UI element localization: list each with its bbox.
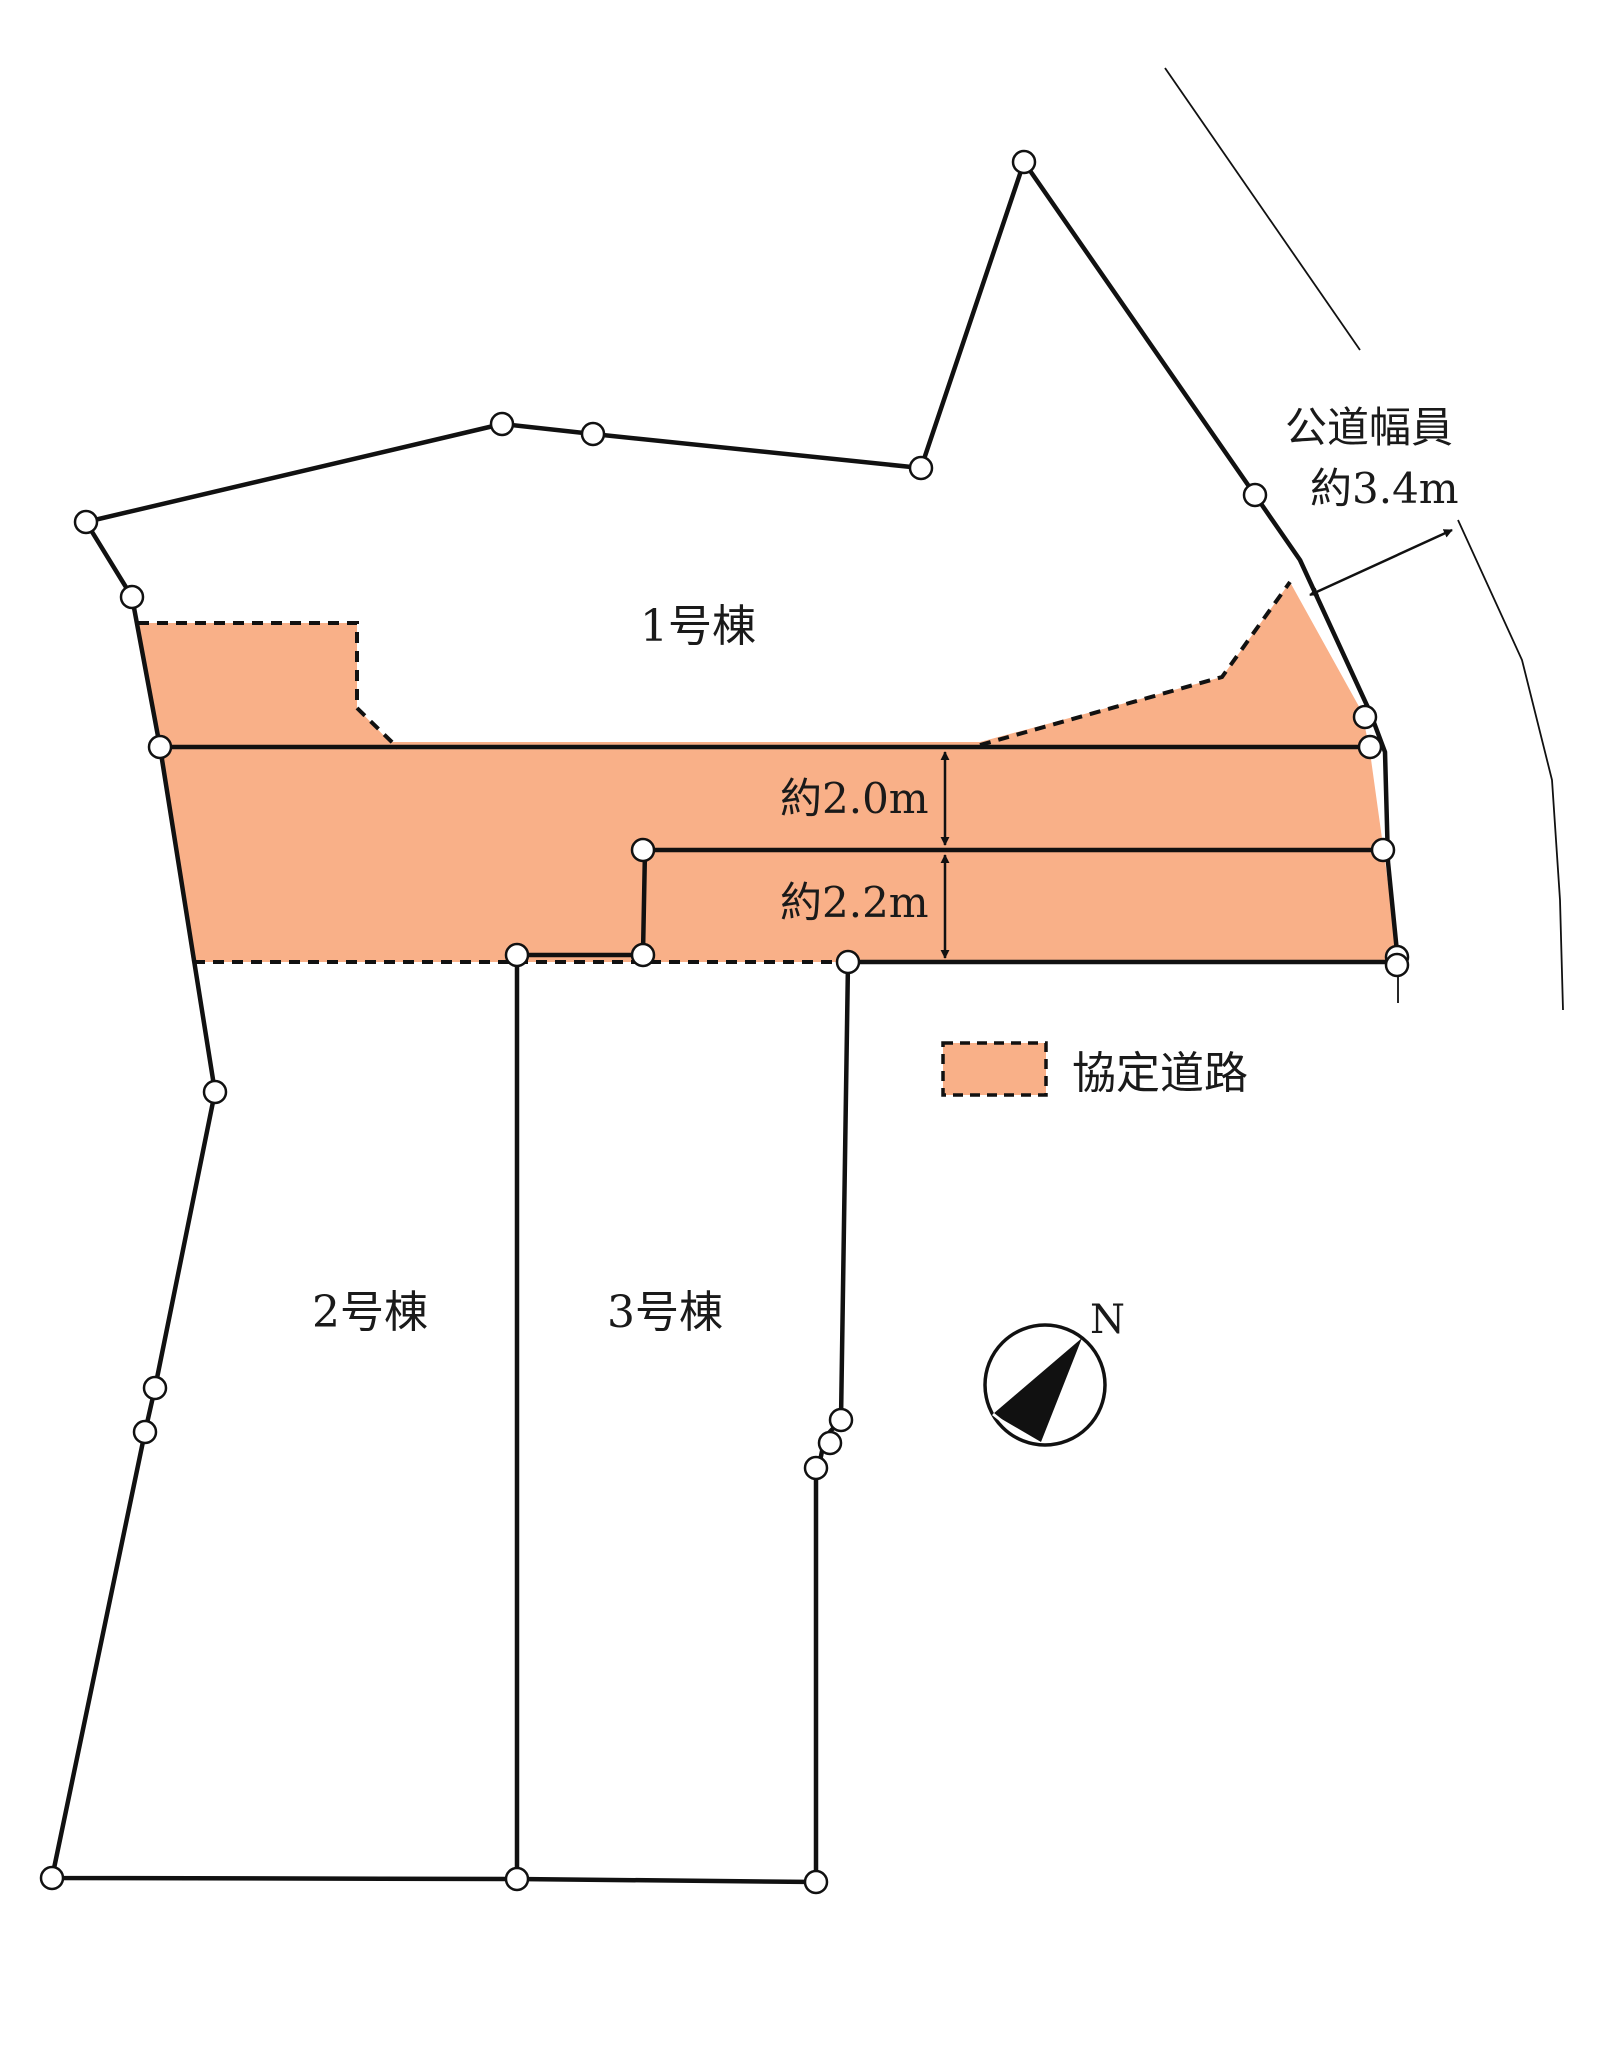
boundary-point — [1370, 837, 1396, 863]
compass-north-label: N — [1090, 1297, 1125, 1343]
dimension-label-upper: 約2.0m — [780, 774, 929, 823]
public-road-width-arrow — [1309, 528, 1453, 597]
inner-division-vertical — [640, 847, 648, 956]
boundary-point — [1352, 704, 1378, 730]
boundary-point — [73, 509, 99, 535]
boundary-point — [147, 734, 173, 760]
compass-needle-tail — [992, 1412, 1019, 1436]
boundary-point — [803, 1455, 829, 1481]
agreement-road-dashed-boundary-right — [979, 580, 1292, 747]
agreement-road-dashed-boundary — [138, 621, 400, 750]
legend-label-agreement-road: 協定道路 — [1072, 1048, 1248, 1099]
boundary-point — [504, 1866, 530, 1892]
agreement-road-area — [138, 582, 1398, 962]
site-outer-boundary — [49, 159, 1401, 1885]
boundary-point — [908, 455, 934, 481]
lot3-label: 3号棟 — [607, 1287, 723, 1338]
public-road-edge-east — [1457, 519, 1564, 1011]
boundary-point — [39, 1865, 65, 1891]
boundary-point — [630, 942, 656, 968]
boundary-point — [1357, 734, 1383, 760]
boundary-point — [504, 942, 530, 968]
compass-needle-icon — [993, 1338, 1082, 1442]
boundary-point — [202, 1079, 228, 1105]
boundary-point — [580, 421, 606, 447]
boundary-point — [1011, 149, 1037, 175]
boundary-point — [1242, 482, 1268, 508]
boundary-point — [1384, 952, 1410, 978]
lot1-label: 1号棟 — [640, 601, 756, 652]
lot2-label: 2号棟 — [312, 1287, 428, 1338]
public-road-label: 公道幅員 — [1285, 403, 1453, 452]
public-road-width-label: 約3.4m — [1310, 464, 1459, 513]
boundary-point — [835, 949, 861, 975]
public-road-edge-west — [1164, 67, 1361, 351]
boundary-point — [132, 1419, 158, 1445]
boundary-point — [817, 1430, 843, 1456]
boundary-point — [489, 411, 515, 437]
north-compass: N — [983, 1297, 1125, 1447]
boundary-point — [630, 837, 656, 863]
boundary-point — [803, 1869, 829, 1895]
dimension-label-lower: 約2.2m — [780, 878, 929, 927]
boundary-point — [828, 1407, 854, 1433]
boundary-point — [142, 1375, 168, 1401]
boundary-points — [39, 149, 1410, 1895]
legend-swatch-agreement-road — [941, 1041, 1048, 1097]
boundary-point — [119, 584, 145, 610]
